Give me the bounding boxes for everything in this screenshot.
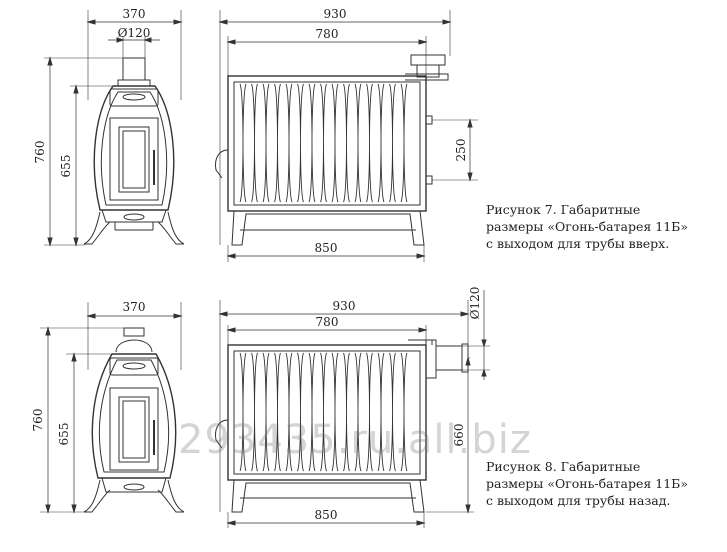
radiator-fin	[297, 83, 304, 203]
radiator-fin	[297, 352, 304, 472]
fig8-dim-side-width-base: 850	[315, 508, 338, 522]
radiator-fin	[285, 83, 293, 203]
radiator-fin	[366, 83, 373, 203]
radiator-fin	[285, 352, 293, 472]
fig7-dim-side-width-body: 780	[316, 27, 339, 41]
radiator-fin	[320, 352, 327, 472]
fig7-caption-line-2: размеры «Огонь-батарея 11Б»	[486, 219, 688, 234]
dimension-labels: 370 Ø120 760 655 930 780 850 250 370 760…	[31, 7, 482, 522]
radiator-fin	[366, 352, 373, 472]
radiator-fin	[343, 352, 350, 472]
fig7-dim-front-height-body: 655	[59, 155, 73, 178]
radiator-fin	[239, 352, 247, 472]
fig7-caption-line-3: с выходом для трубы вверх.	[486, 236, 670, 251]
radiator-fin	[343, 83, 350, 203]
fig8-dim-front-width: 370	[123, 300, 146, 314]
radiator-fin	[262, 83, 270, 203]
fig8-caption-line-3: с выходом для трубы назад.	[486, 493, 671, 508]
fig8-dim-front-height-total: 760	[31, 409, 45, 432]
fig7-dim-front-height-total: 760	[33, 141, 47, 164]
fig8-dim-pipe-height: 660	[452, 424, 466, 447]
radiator-fin	[308, 83, 316, 203]
fig7-side-view	[215, 10, 478, 262]
radiator-fin	[354, 352, 362, 472]
fig7-caption-line-1: Рисунок 7. Габаритные	[486, 202, 641, 217]
fig7-front-view	[44, 10, 185, 247]
fig7-caption: Рисунок 7. Габаритные размеры «Огонь-бат…	[486, 201, 688, 252]
fig7-dim-outlet-spacing: 250	[454, 139, 468, 162]
radiator-fin	[239, 83, 247, 203]
radiator-fin	[308, 352, 316, 472]
radiator-fin	[377, 83, 385, 203]
fig8-caption: Рисунок 8. Габаритные размеры «Огонь-бат…	[486, 458, 688, 509]
fig7-dim-front-width: 370	[123, 7, 146, 21]
fig8-dim-side-width-body: 780	[316, 315, 339, 329]
radiator-fin	[320, 83, 327, 203]
fig8-front-view	[40, 302, 185, 514]
fig7-dim-side-width-total: 930	[324, 7, 347, 21]
radiator-fin	[274, 352, 281, 472]
fig7-dim-pipe-diameter: Ø120	[118, 26, 151, 40]
radiator-fin	[389, 83, 396, 203]
radiator-fin	[251, 83, 258, 203]
radiator-fin	[377, 352, 385, 472]
fig8-dim-pipe-diameter: Ø120	[468, 287, 482, 320]
fig8-caption-line-1: Рисунок 8. Габаритные	[486, 459, 641, 474]
fig8-dim-front-height-body: 655	[57, 423, 71, 446]
fig8-side-view	[215, 290, 490, 528]
radiator-fin	[262, 352, 270, 472]
radiator-fin	[400, 352, 408, 472]
radiator-fin	[331, 83, 339, 203]
watermark: 293435.ru.all.biz	[178, 417, 532, 463]
fig7-dim-side-width-base: 850	[315, 241, 338, 255]
fig8-dim-side-width-total: 930	[333, 299, 356, 313]
fig8-caption-line-2: размеры «Огонь-батарея 11Б»	[486, 476, 688, 491]
radiator-fin	[389, 352, 396, 472]
radiator-fin	[354, 83, 362, 203]
radiator-fin	[400, 83, 408, 203]
radiator-fin	[251, 352, 258, 472]
radiator-fin	[331, 352, 339, 472]
radiator-fin	[274, 83, 281, 203]
